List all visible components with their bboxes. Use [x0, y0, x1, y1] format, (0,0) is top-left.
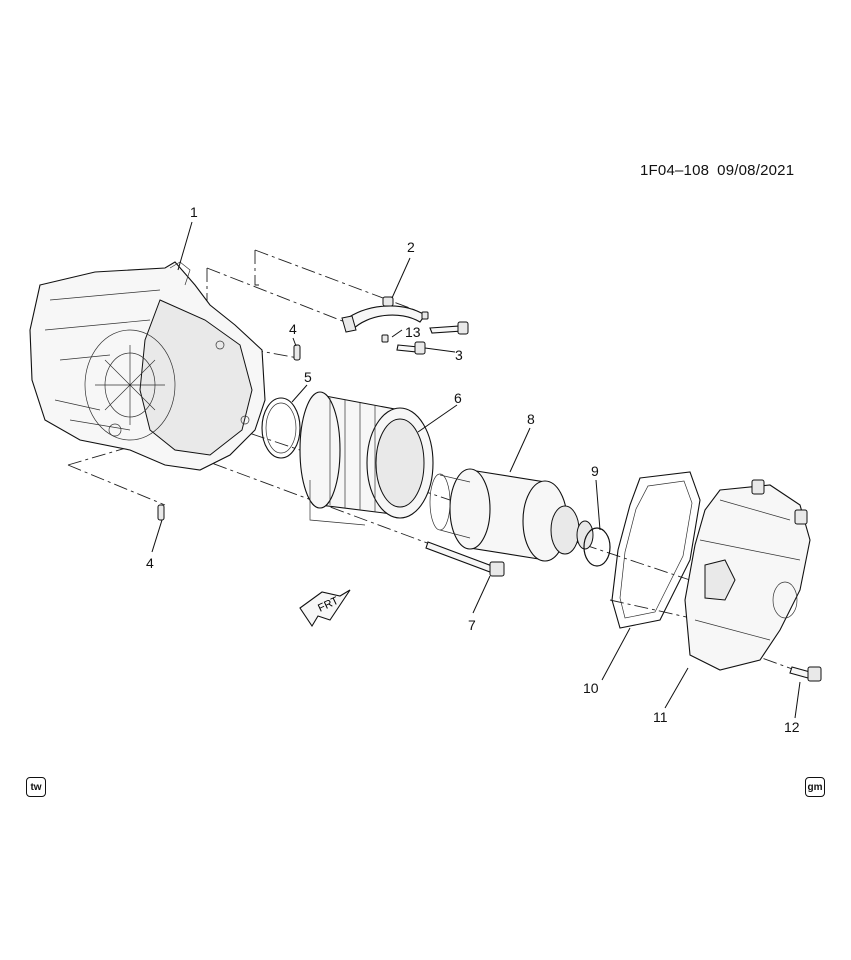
callout-12: 12	[784, 719, 800, 735]
front-direction-arrow-icon: FRT	[299, 589, 351, 628]
callout-4-upper: 4	[289, 321, 297, 337]
gasket	[611, 471, 701, 629]
o-ring-5	[261, 397, 301, 459]
stator	[299, 391, 434, 526]
seal-ring-9	[583, 527, 611, 567]
callout-11: 11	[653, 709, 668, 725]
small-bolts	[381, 311, 469, 355]
callout-9: 9	[591, 463, 599, 479]
callout-10: 10	[583, 680, 599, 696]
callout-6: 6	[454, 390, 462, 406]
callout-5: 5	[304, 369, 312, 385]
cover	[684, 479, 811, 671]
callout-8: 8	[527, 411, 535, 427]
callout-numbers: 1 2 3 4 4 5 6 7 8 9 10 11 12 13	[146, 204, 800, 735]
dowel-pins	[157, 344, 301, 521]
cover-bolt	[789, 666, 822, 682]
callout-2: 2	[407, 239, 415, 255]
illustration-id: 1F04–108	[640, 162, 710, 179]
rotor	[429, 468, 594, 562]
transmission-case	[29, 261, 266, 471]
illustration-code: 1F04–108 09/08/2021	[640, 162, 794, 179]
callout-7: 7	[468, 617, 476, 633]
callout-1: 1	[190, 204, 198, 220]
gm-logo-icon: gm	[805, 777, 825, 797]
callout-4-lower: 4	[146, 555, 154, 571]
callout-3: 3	[455, 347, 463, 363]
leader-lines	[151, 221, 801, 719]
callout-13: 13	[405, 324, 421, 340]
tw-badge: tw	[26, 777, 46, 797]
illustration-date: 09/08/2021	[717, 162, 795, 179]
long-bolt	[425, 541, 505, 577]
